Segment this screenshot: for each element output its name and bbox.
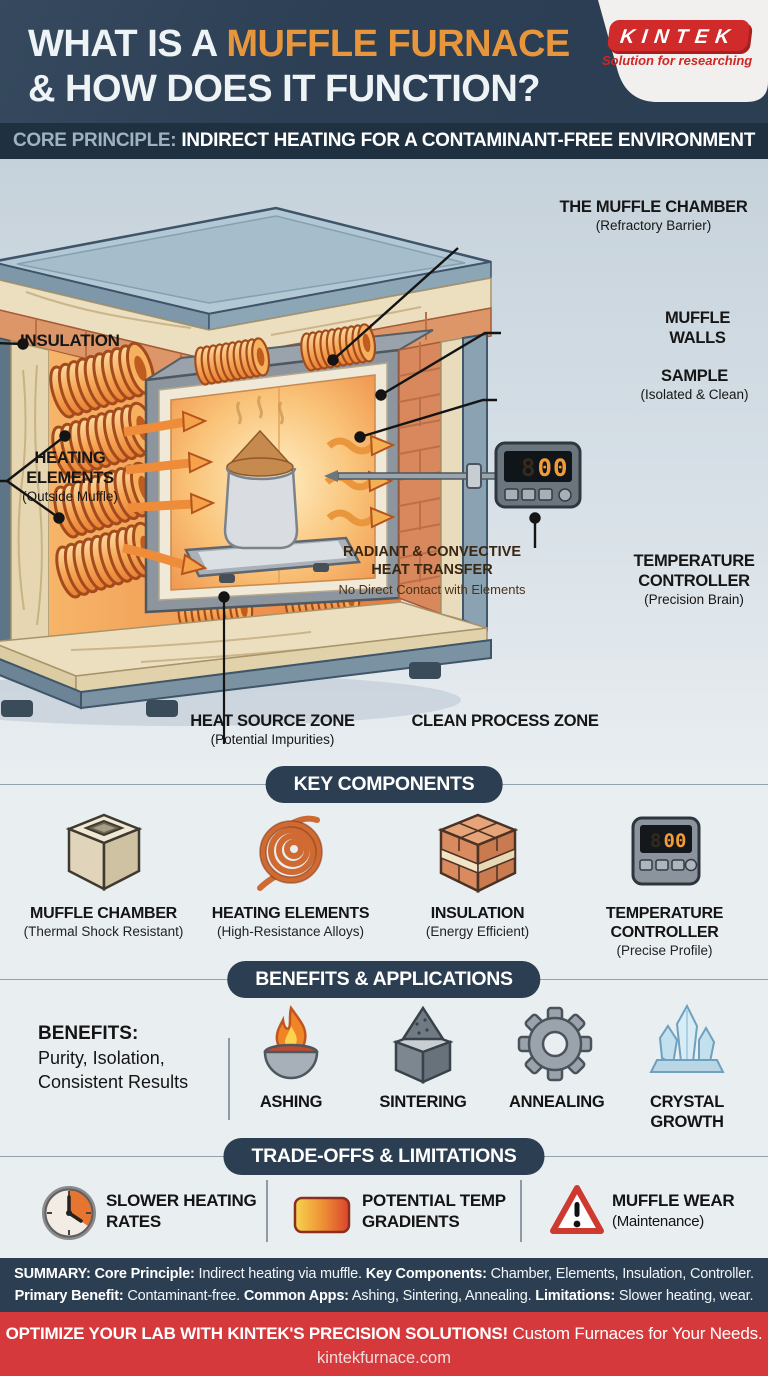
title-accent: MUFFLE FURNACE [226,23,570,65]
summary-bar: SUMMARY: Core Principle: Indirect heatin… [0,1258,768,1312]
heat-steam [236,395,284,425]
controller-icon-display: 00 [663,830,686,852]
core-principle-text: INDIRECT HEATING FOR A CONTAMINANT-FREE … [176,130,756,151]
component-temperature-controller: 8 00 TEMPERATURE CONTROLLER (Precise Pro… [571,806,758,959]
application-sintering: SINTERING [357,1000,489,1132]
label-heating-elements: HEATING ELEMENTS (Outside Muffle) [22,449,118,504]
label-muffle-chamber: THE MUFFLE CHAMBER (Refractory Barrier) [559,198,748,233]
logo-box: KINTEK [607,20,753,54]
logo-text: KINTEK [619,26,738,48]
application-ashing: ASHING [225,1000,357,1132]
tradeoffs-divider [266,1180,268,1242]
core-principle-banner: CORE PRINCIPLE: INDIRECT HEATING FOR A C… [0,123,768,159]
crystal-growth-icon [621,1000,753,1088]
chamber-caption: RADIANT & CONVECTIVE HEAT TRANSFER No Di… [338,544,526,597]
sample-crucible [184,395,362,583]
callout-lines [0,247,541,744]
label-insulation: INSULATION [20,331,120,350]
applications-row: ASHING SINTERING [225,1000,753,1132]
footer-cta: OPTIMIZE YOUR LAB WITH KINTEK'S PRECISIO… [0,1312,768,1376]
tradeoffs-heading: TRADE-OFFS & LIMITATIONS [223,1138,545,1175]
kintek-logo: KINTEK Solution for researching [570,0,768,112]
svg-text:8: 8 [521,454,535,482]
heating-coil-icon [197,806,384,898]
heat-arrows [122,410,216,576]
benefits-text: BENEFITS: Purity, Isolation, Consistent … [38,1023,189,1092]
warning-triangle-icon [548,1182,606,1245]
furnace-foot [1,700,33,717]
annealing-gear-icon [489,1000,621,1088]
component-heating-elements: HEATING ELEMENTS (High-Resistance Alloys… [197,806,384,959]
component-muffle-chamber: MUFFLE CHAMBER (Thermal Shock Resistant) [10,806,197,959]
temperature-controller-device: 8 00 [494,441,582,509]
label-sample: SAMPLE (Isolated & Clean) [640,367,749,402]
key-components-row: MUFFLE CHAMBER (Thermal Shock Resistant) [10,806,758,959]
furnace-base [0,601,492,717]
muffle-chamber-cube-icon [10,806,197,898]
title-line1: WHAT IS A MUFFLE FURNACE [28,23,570,65]
label-temperature-controller: TEMPERATURE CONTROLLER (Precision Brain) [633,552,755,607]
application-annealing: ANNEALING [489,1000,621,1132]
svg-text:8: 8 [650,830,661,852]
tradeoff-muffle-wear: MUFFLE WEAR (Maintenance) [612,1191,735,1230]
tradeoff-temp-gradients: POTENTIAL TEMP GRADIENTS [362,1191,506,1231]
title-line2: & HOW DOES IT FUNCTION? [28,68,541,110]
benefits-heading: BENEFITS & APPLICATIONS [227,961,541,998]
footer-website: kintekfurnace.com [317,1349,451,1367]
controller-display: 00 [538,454,569,482]
furnace-foot [146,700,178,717]
summary-line1: SUMMARY: Core Principle: Indirect heatin… [14,1266,754,1282]
key-components-heading: KEY COMPONENTS [265,766,503,803]
application-crystal-growth: CRYSTAL GROWTH [621,1000,753,1132]
summary-line2: Primary Benefit: Contaminant-free. Commo… [14,1288,754,1304]
label-clean-process-zone: CLEAN PROCESS ZONE [411,712,599,730]
insulation-bricks-icon [384,806,571,898]
temp-gradient-icon [293,1196,351,1239]
ashing-flame-bowl-icon [225,1000,357,1088]
tradeoffs-divider [520,1180,522,1242]
benefits-divider [228,1038,230,1120]
page-title: WHAT IS A MUFFLE FURNACE & HOW DOES IT F… [28,22,570,112]
label-heat-source-zone: HEAT SOURCE ZONE (Potential Impurities) [190,712,355,747]
tradeoff-slower-heating: SLOWER HEATING RATES [106,1191,257,1231]
furnace-foot [409,662,441,679]
clock-icon [40,1184,98,1247]
temperature-controller-icon: 8 00 [571,806,758,898]
component-insulation: INSULATION (Energy Efficient) [384,806,571,959]
sintering-block-icon [357,1000,489,1088]
core-principle-label: CORE PRINCIPLE: [12,130,177,151]
furnace-cutaway-diagram: 8 00 THE MUFFLE CHAMBER [0,159,768,768]
logo-tagline: Solution for researching [602,53,752,68]
furnace-illustration: 8 00 [0,206,582,744]
label-muffle-walls: MUFFLE WALLS [664,309,731,347]
header: WHAT IS A MUFFLE FURNACE & HOW DOES IT F… [0,0,768,123]
footer-line1: OPTIMIZE YOUR LAB WITH KINTEK'S PRECISIO… [5,1324,763,1343]
